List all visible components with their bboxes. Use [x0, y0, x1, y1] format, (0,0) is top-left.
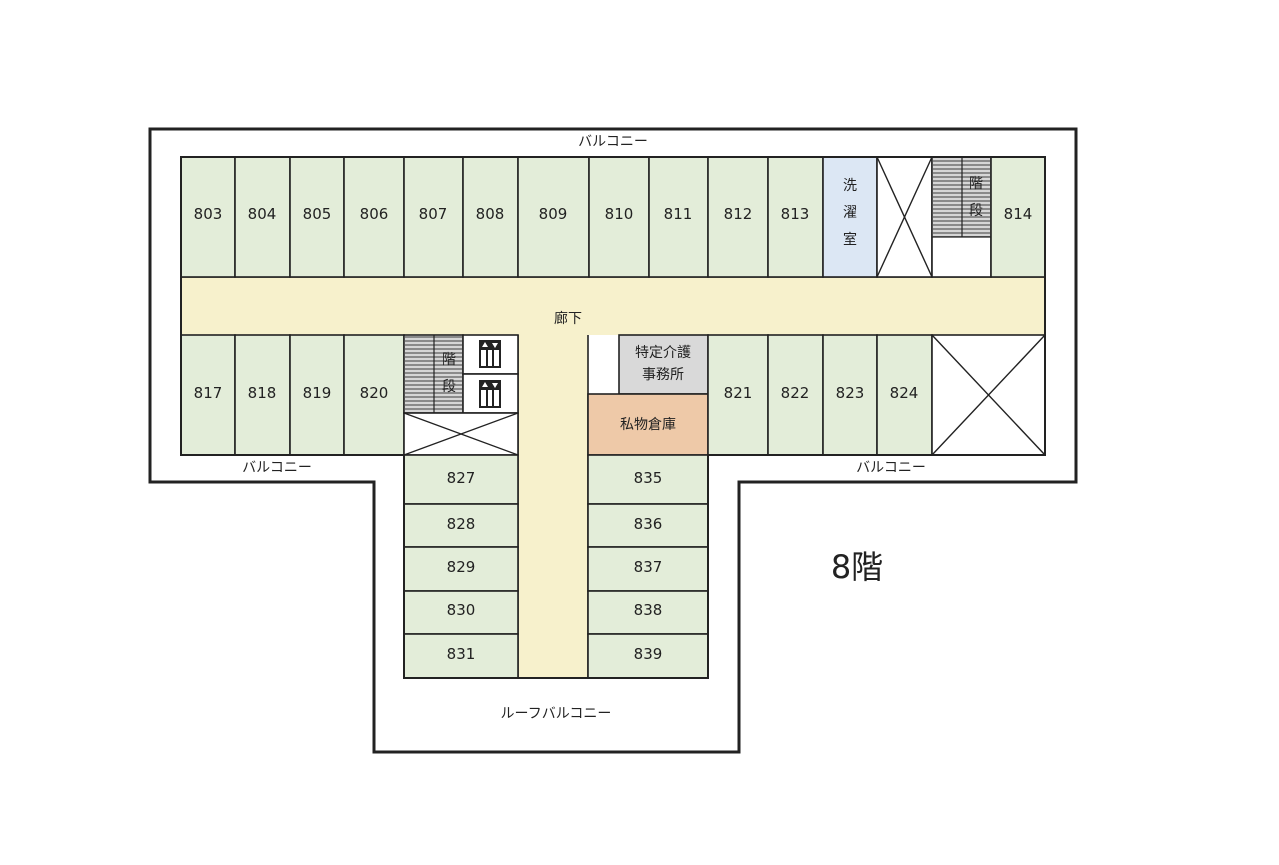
room-label: 818	[248, 384, 277, 402]
room-839[interactable]	[587, 633, 709, 679]
room-817[interactable]	[180, 334, 236, 456]
roof-balcony-label: ルーフバルコニー	[501, 706, 612, 722]
balcony-right-label: バルコニー	[856, 460, 926, 476]
stairs-south-treads-left	[405, 336, 434, 412]
room-label: 822	[781, 384, 810, 402]
care-office-label-1: 特定介護	[635, 345, 691, 361]
room-813[interactable]	[767, 156, 824, 278]
corridor-south	[518, 335, 588, 678]
south-rooms	[180, 334, 1046, 456]
room-831[interactable]	[403, 633, 519, 679]
stairs-north-treads-right	[962, 158, 990, 237]
room-807[interactable]	[403, 156, 464, 278]
laundry-label: 洗濯室	[843, 178, 857, 248]
room-label: 809	[539, 205, 568, 223]
room-label: 806	[360, 205, 389, 223]
room-819[interactable]	[289, 334, 345, 456]
room-label: 819	[303, 384, 332, 402]
room-label: 824	[890, 384, 919, 402]
room-828[interactable]	[403, 503, 519, 548]
room-label: 829	[447, 558, 476, 576]
stairs-north-treads-left	[933, 158, 962, 237]
corridor-label: 廊下	[554, 310, 582, 327]
room-820[interactable]	[343, 334, 405, 456]
care-office-label-2: 事務所	[642, 367, 684, 383]
room-812[interactable]	[707, 156, 769, 278]
room-836[interactable]	[587, 503, 709, 548]
room-821[interactable]	[707, 334, 769, 456]
east-wing-rooms	[587, 454, 709, 679]
room-label: 828	[447, 515, 476, 533]
room-label: 817	[194, 384, 223, 402]
room-label: 839	[634, 645, 663, 663]
floor-title: 8階	[831, 548, 883, 586]
room-label: 807	[419, 205, 448, 223]
room-label: 814	[1004, 205, 1033, 223]
room-818[interactable]	[234, 334, 291, 456]
room-829[interactable]	[403, 546, 519, 592]
room-810[interactable]	[588, 156, 650, 278]
room-label: 812	[724, 205, 753, 223]
stairs-south-label: 階段	[442, 352, 456, 395]
room-labels: 803 804 805 806 807 808 809 810 811 812 …	[194, 205, 1033, 663]
room-label: 836	[634, 515, 663, 533]
west-wing-rooms	[403, 454, 519, 679]
balcony-top-label: バルコニー	[578, 134, 648, 150]
room-837[interactable]	[587, 546, 709, 592]
stairs-north-label: 階段	[969, 176, 983, 219]
corridor-main	[181, 277, 1045, 335]
core-outline	[180, 156, 1046, 679]
room-label: 827	[447, 469, 476, 487]
stairs-south-treads-right	[434, 336, 462, 412]
room-label: 821	[724, 384, 753, 402]
room-label: 810	[605, 205, 634, 223]
room-823[interactable]	[822, 334, 878, 456]
room-label: 823	[836, 384, 865, 402]
room-label: 837	[634, 558, 663, 576]
elevator-icon	[479, 380, 501, 408]
room-824[interactable]	[876, 334, 933, 456]
north-rooms	[180, 156, 1046, 278]
room-806[interactable]	[343, 156, 405, 278]
room-label: 831	[447, 645, 476, 663]
elevator-icon	[479, 340, 501, 368]
laundry-room[interactable]	[822, 156, 878, 278]
room-label: 813	[781, 205, 810, 223]
room-label: 808	[476, 205, 505, 223]
room-label: 830	[447, 601, 476, 619]
room-label: 820	[360, 384, 389, 402]
room-label: 811	[664, 205, 693, 223]
room-label: 838	[634, 601, 663, 619]
care-office[interactable]	[618, 334, 709, 395]
storage-label: 私物倉庫	[620, 416, 676, 433]
room-804[interactable]	[234, 156, 291, 278]
room-label: 804	[248, 205, 277, 223]
room-label: 805	[303, 205, 332, 223]
room-814[interactable]	[990, 156, 1046, 278]
room-label: 835	[634, 469, 663, 487]
room-label: 803	[194, 205, 223, 223]
room-805[interactable]	[289, 156, 345, 278]
room-809[interactable]	[517, 156, 590, 278]
balcony-left-label: バルコニー	[242, 460, 312, 476]
